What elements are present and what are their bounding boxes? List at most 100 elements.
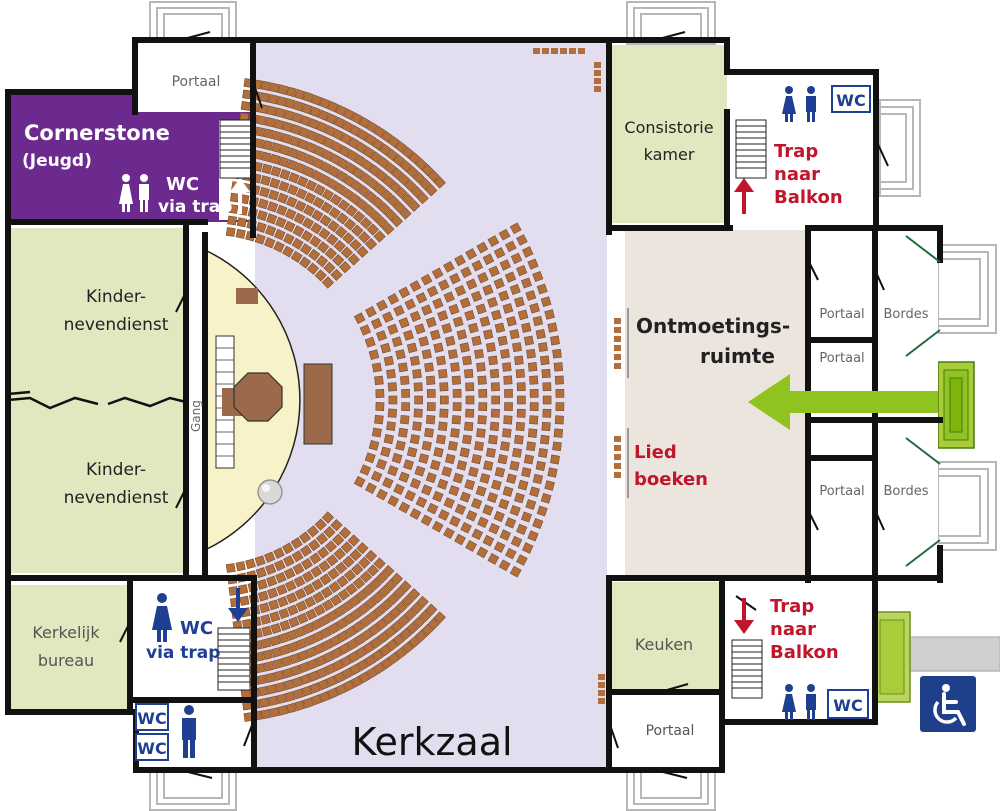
- pew-seat: [393, 201, 406, 214]
- pew-seat: [332, 659, 344, 672]
- pew-seat: [460, 522, 472, 534]
- kinder-bottom-line2: nevendienst: [64, 488, 169, 508]
- pew-seat: [300, 673, 312, 685]
- pew-seat: [323, 651, 335, 663]
- pew-seat: [333, 239, 346, 253]
- pew-seat: [487, 235, 500, 247]
- pew-seat: [345, 204, 358, 217]
- pew-seat: [333, 671, 346, 684]
- pew-seat: [228, 204, 239, 214]
- pew-seat: [384, 161, 397, 175]
- pew-seat: [310, 565, 323, 578]
- pew-seat: [373, 604, 386, 618]
- pew-seat: [370, 151, 383, 164]
- pew-seat: [274, 228, 286, 241]
- pew-seat: [364, 190, 377, 203]
- pew-seat: [554, 375, 564, 385]
- pew-seat: [296, 638, 308, 650]
- pew-seat: [260, 80, 271, 91]
- pew-seat: [500, 441, 510, 452]
- pew-seat: [305, 179, 317, 192]
- pew-seat: [408, 635, 421, 648]
- pew-seat: [305, 141, 317, 154]
- access-ramp: [871, 361, 1000, 703]
- pew-seat: [287, 604, 299, 616]
- pew-seat: [387, 495, 400, 507]
- pew-seat: [414, 323, 426, 335]
- pew-seat: [550, 454, 560, 465]
- pew-seat: [349, 238, 362, 251]
- pew-seat: [532, 315, 544, 327]
- pew-seat: [382, 222, 395, 235]
- pew-seat: [334, 182, 347, 195]
- pew-seat: [424, 427, 434, 438]
- pew-seat: [425, 603, 438, 616]
- pew-seat: [290, 537, 303, 550]
- pew-seat: [451, 375, 462, 385]
- pew-seat: [416, 192, 429, 205]
- pew-seat: [306, 262, 320, 275]
- pew-seat: [398, 317, 410, 329]
- pew-seat: [532, 473, 544, 485]
- pew-seat: [320, 161, 332, 174]
- pew-seat: [358, 116, 371, 129]
- pew-seat: [489, 421, 500, 432]
- pew-seat: [598, 698, 605, 704]
- pew-seat: [498, 559, 511, 572]
- pew-seat: [478, 402, 488, 412]
- pew-seat: [395, 600, 408, 613]
- pew-seat: [309, 235, 322, 248]
- pew-seat: [327, 220, 340, 233]
- pew-seat: [401, 402, 411, 412]
- pew-seat: [326, 554, 339, 567]
- pew-seat: [527, 258, 539, 270]
- pew-seat: [300, 243, 312, 256]
- pew-seat: [375, 618, 388, 631]
- pew-seat: [344, 162, 357, 175]
- pew-seat: [312, 196, 325, 209]
- pew-seat: [384, 625, 397, 639]
- pew-seat: [370, 636, 383, 649]
- toilet-people-icon: [182, 705, 196, 758]
- pew-seat: [393, 586, 406, 599]
- pew-seat: [338, 145, 351, 157]
- pew-seat: [433, 611, 446, 624]
- pew-seat: [454, 533, 466, 546]
- pew-seat: [268, 189, 280, 201]
- pew-seat: [471, 335, 482, 347]
- pew-seat: [456, 329, 468, 340]
- pew-seat: [351, 563, 364, 576]
- pew-seat: [614, 327, 621, 333]
- pew-seat: [415, 157, 428, 171]
- arrow-down-icon: [734, 598, 754, 634]
- pew-seat: [273, 241, 285, 253]
- youth-via-label: via trap: [158, 197, 232, 217]
- pew-seat: [471, 290, 483, 302]
- pew-seat: [261, 625, 273, 637]
- pew-seat: [260, 614, 271, 625]
- pew-seat: [364, 549, 378, 562]
- pew-seat: [425, 375, 436, 385]
- pew-seat: [328, 622, 340, 635]
- pew-seat: [368, 623, 381, 636]
- pew-seat: [529, 302, 540, 314]
- pew-seat: [414, 395, 423, 405]
- pew-seat: [482, 253, 495, 266]
- toilet-people-icon: [119, 174, 149, 212]
- pew-seat: [319, 97, 331, 109]
- pew-seat: [309, 552, 322, 565]
- pew-seat: [512, 447, 522, 458]
- pew-seat: [373, 662, 386, 675]
- portaal-nw-label: Portaal: [172, 74, 221, 90]
- pew-seat: [541, 421, 551, 432]
- pew-seat: [394, 140, 407, 154]
- pew-seat: [399, 628, 412, 641]
- pew-seat: [538, 342, 548, 353]
- pew-seat: [294, 89, 306, 100]
- pew-seat: [413, 382, 423, 392]
- pew-seat: [347, 651, 360, 663]
- pew-seat: [371, 138, 384, 151]
- pew-seat: [254, 233, 266, 245]
- pew-seat: [552, 348, 562, 359]
- chancel-furniture: [215, 288, 333, 505]
